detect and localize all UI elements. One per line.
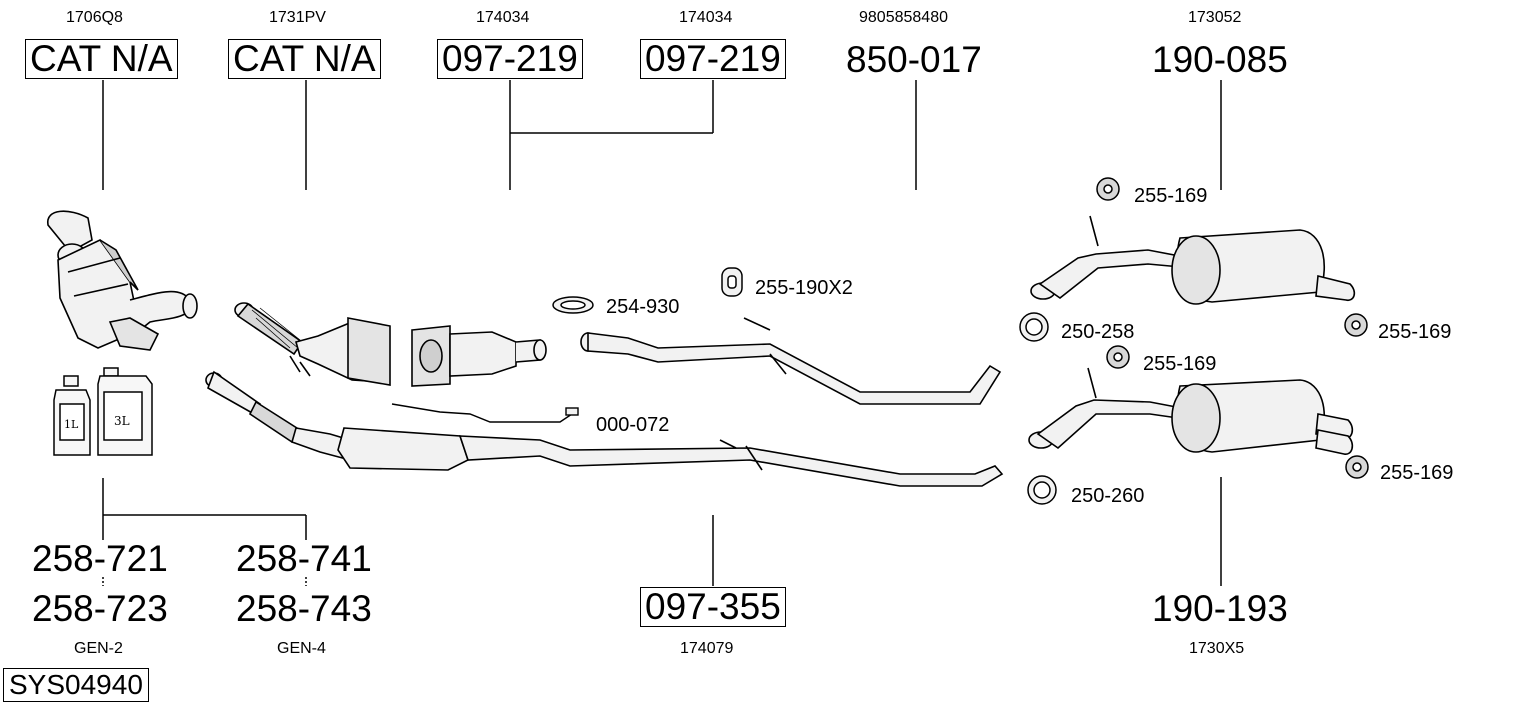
clamp-icon-254-930	[552, 296, 594, 314]
part-number-box[interactable]: CAT N/A	[228, 39, 381, 79]
ref-label: 174034	[476, 9, 530, 26]
ref-label: 1706Q8	[66, 9, 123, 26]
bottle-small-label: 1L	[64, 418, 79, 431]
part-number-box[interactable]: 097-219	[640, 39, 786, 79]
ref-label: GEN-4	[277, 640, 326, 657]
callout-label[interactable]: 255-169	[1143, 353, 1217, 375]
part-number[interactable]: 258-741	[236, 538, 372, 579]
callout-label[interactable]: 250-260	[1071, 485, 1145, 507]
system-id: SYS04940	[3, 668, 149, 702]
ref-label: 1731PV	[269, 9, 326, 26]
part-number[interactable]: 190-085	[1152, 39, 1288, 80]
part-number[interactable]: 258-723	[32, 588, 168, 629]
part-number[interactable]: 190-193	[1152, 588, 1288, 629]
part-number-box[interactable]: 097-219	[437, 39, 583, 79]
front-pipe-dpf	[205, 370, 1004, 487]
hanger-icon-255-190	[721, 267, 743, 297]
callout-label[interactable]: 250-258	[1061, 321, 1135, 343]
callout-label[interactable]: 255-169	[1380, 462, 1454, 484]
clamp-icon-250-260	[1027, 475, 1057, 505]
part-number-box[interactable]: CAT N/A	[25, 39, 178, 79]
rubber-mount-icons	[1096, 177, 1369, 479]
callout-label[interactable]: 000-072	[596, 414, 670, 436]
clamp-icon-250-258	[1019, 312, 1049, 342]
callout-label[interactable]: 255-169	[1378, 321, 1452, 343]
callout-label[interactable]: 254-930	[606, 296, 680, 318]
catalytic-converter-2	[234, 302, 391, 386]
callout-label[interactable]: 255-169	[1134, 185, 1208, 207]
part-number[interactable]: 258-721	[32, 538, 168, 579]
part-number[interactable]: 850-017	[846, 39, 982, 80]
callout-label[interactable]: 255-190X2	[755, 277, 853, 299]
ref-label: GEN-2	[74, 640, 123, 657]
ref-label: 174034	[679, 9, 733, 26]
ref-label: 1730X5	[1189, 640, 1245, 657]
part-number-box[interactable]: 097-355	[640, 587, 786, 627]
catalytic-converter-3	[411, 325, 547, 387]
part-number[interactable]: 258-743	[236, 588, 372, 629]
ref-label: 173052	[1188, 9, 1242, 26]
sensor-line	[391, 403, 579, 423]
bottle-large-label: 3L	[114, 414, 130, 428]
ref-label: 9805858480	[859, 9, 948, 26]
ref-label: 174079	[680, 640, 734, 657]
catalytic-converter-1	[47, 210, 198, 351]
rear-silencer-1	[1030, 215, 1356, 305]
leader-lines	[102, 80, 1222, 586]
intermediate-pipe	[580, 317, 1002, 405]
rear-silencer-2	[1028, 367, 1354, 455]
fluid-bottles: 1L 3L	[53, 367, 153, 456]
